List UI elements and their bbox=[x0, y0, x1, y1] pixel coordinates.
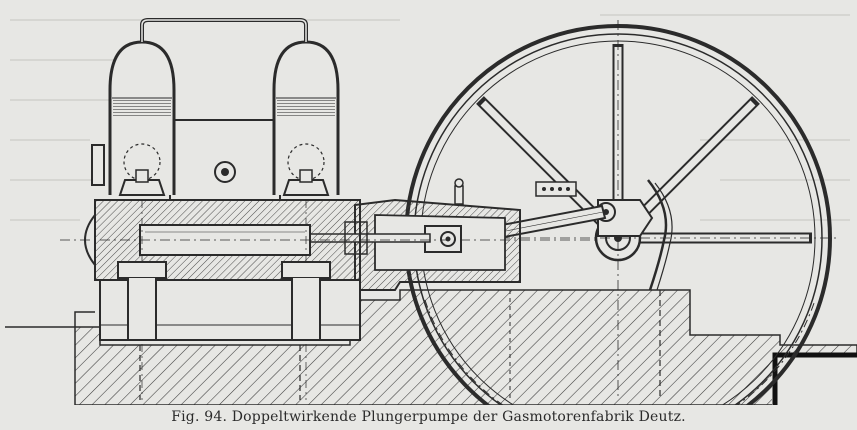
foundation bbox=[74, 289, 857, 405]
connecting-pipe bbox=[140, 18, 308, 42]
crosshead-frame bbox=[354, 178, 521, 291]
ground-line bbox=[5, 311, 95, 328]
pressure-valves bbox=[118, 169, 330, 196]
crank-mechanism bbox=[535, 179, 673, 291]
flywheel-pit-outline bbox=[424, 299, 816, 405]
air-vessel-left bbox=[108, 40, 176, 195]
plunger-pump-drawing bbox=[5, 14, 857, 405]
suction-valves bbox=[117, 261, 331, 341]
figure-caption: Fig. 94. Doppeltwirkende Plungerpumpe de… bbox=[171, 409, 686, 425]
